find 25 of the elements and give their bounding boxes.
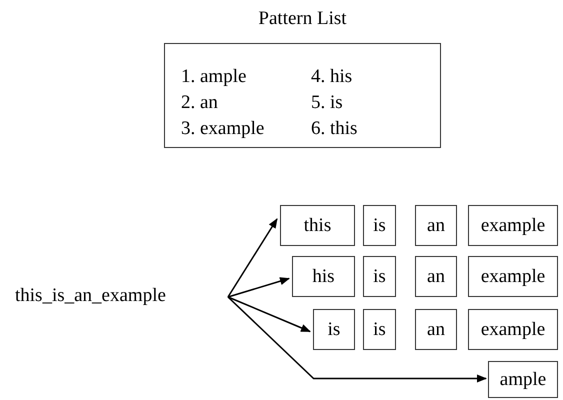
word: example bbox=[480, 214, 546, 236]
list-item: 2. an bbox=[181, 92, 218, 114]
input-string: this_is_an_example bbox=[15, 285, 228, 307]
word: is bbox=[373, 318, 386, 340]
arrow bbox=[228, 296, 311, 332]
list-item: 4. his bbox=[311, 66, 352, 88]
word: this bbox=[304, 214, 332, 236]
arrow bbox=[227, 218, 278, 298]
word: example bbox=[480, 318, 546, 340]
word: is bbox=[328, 318, 340, 340]
word: an bbox=[427, 318, 445, 340]
word: an bbox=[427, 266, 445, 288]
word: ample bbox=[500, 368, 546, 390]
list-title: Pattern List bbox=[257, 8, 348, 30]
word: is bbox=[373, 266, 386, 288]
list-item: 5. is bbox=[311, 92, 343, 114]
list-item: 3. example bbox=[181, 118, 264, 140]
word: his bbox=[312, 266, 335, 288]
word: is bbox=[373, 214, 386, 236]
arrow bbox=[227, 296, 487, 382]
list-item: 6. this bbox=[311, 118, 358, 140]
word: example bbox=[480, 266, 546, 288]
list-item: 1. ample bbox=[181, 66, 246, 88]
arrow bbox=[228, 277, 290, 298]
word: an bbox=[427, 214, 445, 236]
